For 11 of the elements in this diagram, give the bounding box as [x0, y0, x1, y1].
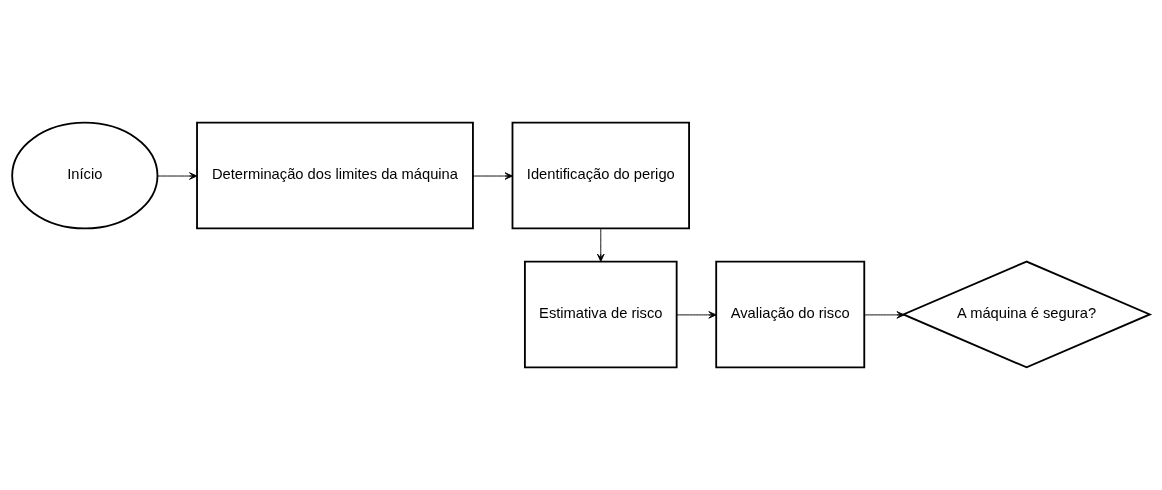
arrow — [676, 311, 717, 319]
node-box: Identificação do perigo — [511, 121, 690, 230]
arrow — [597, 228, 605, 262]
node-box: Estimativa de risco — [524, 260, 678, 369]
node-box: Determinação dos limites da máquina — [196, 121, 474, 230]
node-diamond: A máquina é segura? — [901, 260, 1153, 369]
node-ellipse: Início — [11, 121, 159, 230]
arrow — [863, 311, 905, 319]
arrow — [157, 172, 198, 180]
node-box: Avaliação do risco — [715, 260, 866, 369]
arrow — [472, 172, 513, 180]
